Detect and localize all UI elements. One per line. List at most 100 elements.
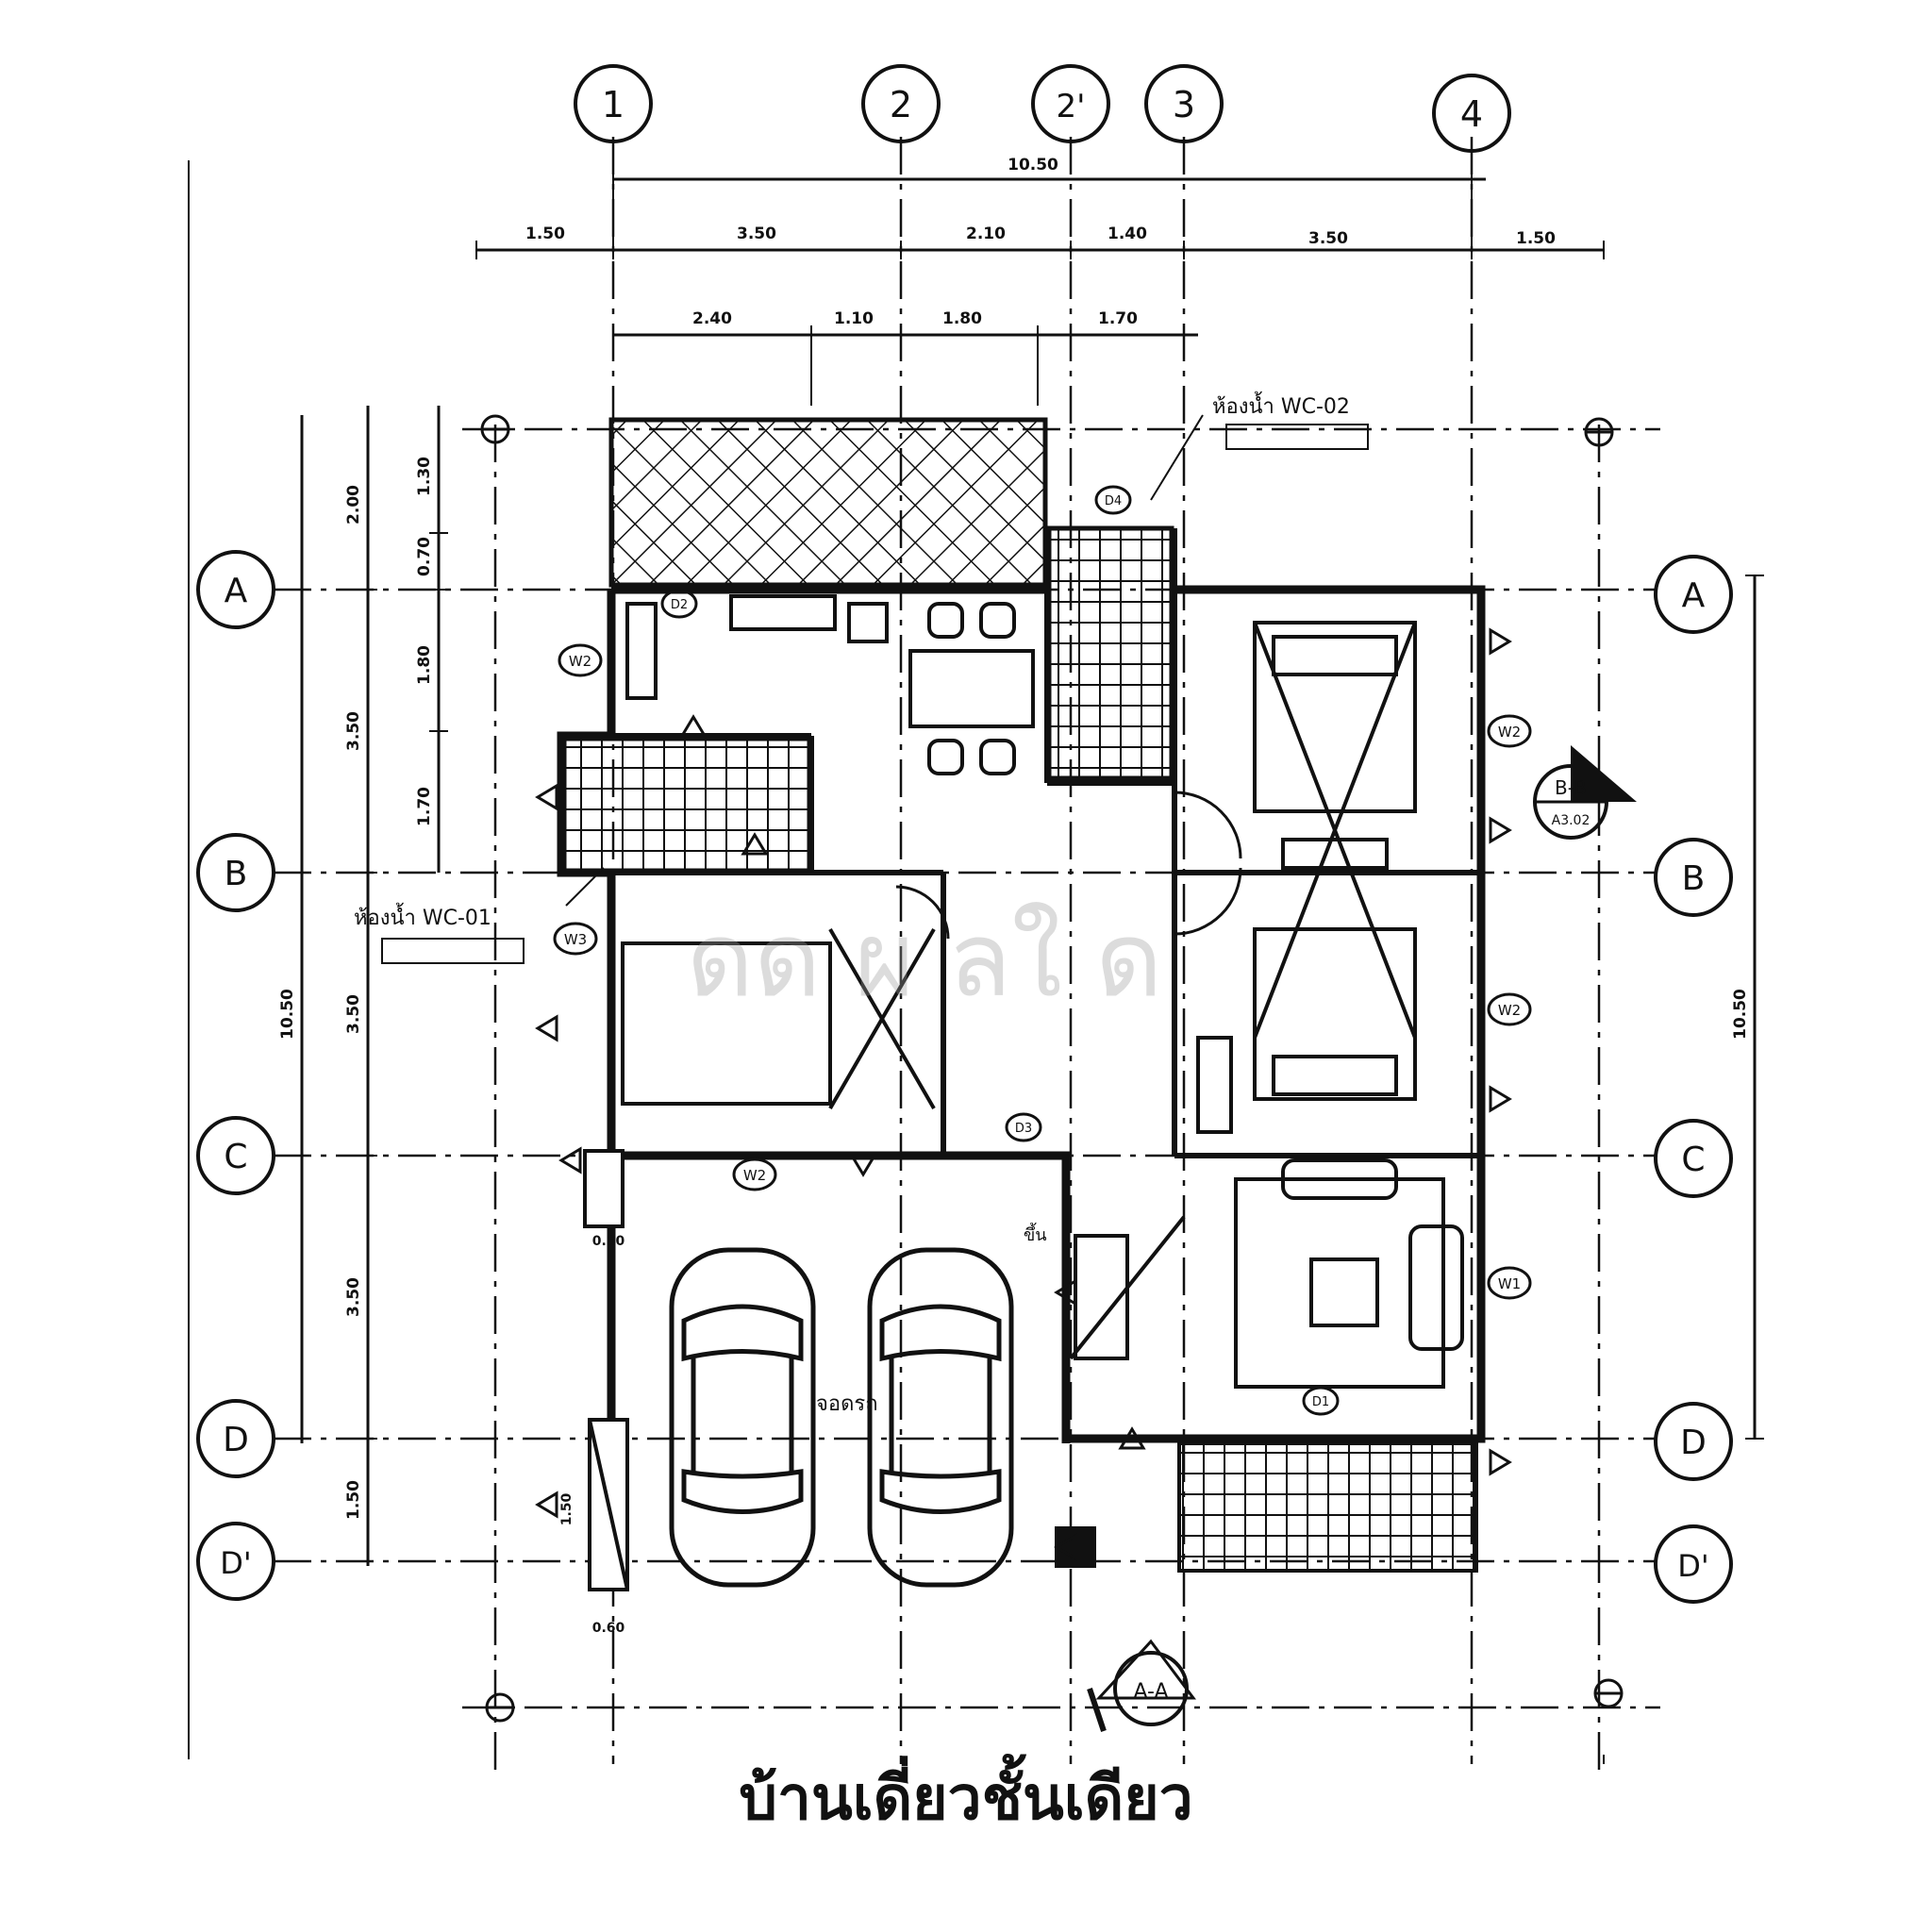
elevation-markers: [535, 627, 1512, 1561]
svg-text:W3: W3: [564, 931, 587, 948]
dimension-labels-side: 2.00 3.50 10.50 3.50 1.50 1.30 0.70 1.80…: [278, 457, 1750, 1520]
dimension-lines-side: [300, 406, 1764, 1566]
door-tag: D2: [660, 589, 698, 619]
grid-bubble-row-b-left: B: [196, 833, 275, 912]
svg-text:1.80: 1.80: [942, 309, 982, 328]
grid-bubble-row-c-right: C: [1654, 1119, 1733, 1198]
car-left: [669, 1247, 816, 1588]
grid-bubble-row-b-right: B: [1654, 838, 1733, 917]
wc-01-label: ห้องน้ำ WC-01: [354, 867, 605, 964]
svg-text:1.10: 1.10: [834, 309, 874, 328]
svg-text:D3: D3: [1015, 1122, 1032, 1136]
svg-text:10.50: 10.50: [1008, 156, 1058, 175]
sheet-edges: [188, 160, 1605, 1764]
svg-text:1.70: 1.70: [1098, 309, 1138, 328]
window-tag: W2: [1487, 714, 1532, 748]
svg-text:W2: W2: [569, 653, 591, 670]
car-right: [867, 1247, 1014, 1588]
wc-02-label: ห้องน้ำ WC-02: [1150, 391, 1369, 501]
dimension-lines-top: [475, 170, 1605, 406]
svg-text:1.40: 1.40: [1108, 225, 1147, 243]
svg-text:1.70: 1.70: [415, 787, 434, 826]
svg-text:3.50: 3.50: [1308, 229, 1348, 248]
grid-bubble-col-2: 2: [861, 64, 941, 143]
window-tag: W2: [558, 643, 603, 677]
svg-text:W2: W2: [743, 1167, 766, 1184]
svg-text:B: B: [1682, 859, 1706, 898]
svg-text:D4: D4: [1105, 494, 1122, 508]
svg-text:A-A: A-A: [1133, 1680, 1168, 1704]
door-swings: [895, 791, 1242, 940]
svg-text:1.30: 1.30: [415, 457, 434, 496]
svg-text:D': D': [220, 1545, 251, 1581]
svg-text:1: 1: [602, 84, 625, 125]
svg-text:1.50: 1.50: [1516, 229, 1556, 248]
svg-text:2': 2': [1057, 88, 1086, 125]
corner-markers: [480, 414, 1624, 1723]
svg-text:0.60: 0.60: [592, 1621, 625, 1636]
svg-text:1.50: 1.50: [525, 225, 565, 243]
grid-bubble-row-a-right: A: [1654, 555, 1733, 634]
dimension-labels-small: 0.60 0.60 1.50: [559, 1234, 625, 1636]
grid-bubble-col-2prime: 2': [1031, 64, 1110, 143]
svg-text:10.50: 10.50: [278, 989, 297, 1040]
svg-text:4: 4: [1460, 93, 1483, 135]
svg-text:C: C: [1681, 1141, 1705, 1179]
svg-text:C: C: [224, 1138, 247, 1176]
svg-text:D: D: [223, 1421, 249, 1459]
garage-up-label: ขึ้น: [1024, 1223, 1047, 1245]
terrace-hatch: [608, 417, 1048, 588]
svg-text:D': D': [1677, 1548, 1708, 1584]
grid-bubble-row-d-right: D: [1654, 1402, 1733, 1481]
window-tag: W2: [732, 1158, 777, 1191]
svg-text:A3.02: A3.02: [1552, 813, 1591, 828]
door-tags: D2 D4 D3 D1: [660, 485, 1340, 1416]
svg-text:3.50: 3.50: [344, 711, 363, 751]
door-tag: D4: [1094, 485, 1132, 515]
window-tag: W2: [1487, 992, 1532, 1026]
svg-text:B-B: B-B: [1555, 776, 1587, 799]
grid-bubble-row-a-left: A: [196, 550, 275, 629]
svg-text:0.70: 0.70: [415, 537, 434, 576]
svg-text:10.50: 10.50: [1731, 989, 1750, 1040]
parking-label: จอดรถ: [816, 1392, 878, 1416]
svg-text:ห้องน้ำ WC-01: ห้องน้ำ WC-01: [354, 903, 491, 930]
svg-text:D1: D1: [1312, 1395, 1329, 1409]
section-marker-b-b: B-B A3.02: [1533, 745, 1637, 840]
grid-bubble-col-1: 1: [574, 64, 653, 143]
window-tags: W2 W2 W3 W2 W1 W2: [553, 643, 1532, 1300]
door-tag: D3: [1005, 1112, 1042, 1142]
tiled-areas: [561, 525, 1478, 1573]
svg-text:2.40: 2.40: [692, 309, 732, 328]
grid-bubble-row-dprime-right: D': [1654, 1524, 1733, 1604]
window-tag: W3: [553, 922, 598, 956]
svg-text:3.50: 3.50: [344, 1277, 363, 1317]
svg-text:1.50: 1.50: [559, 1492, 575, 1525]
section-marker-a-a: A-A: [1087, 1639, 1196, 1732]
garage-cars: [669, 1247, 1014, 1588]
bedroom-furniture: [621, 621, 1417, 1134]
grid-bubble-col-3: 3: [1144, 64, 1224, 143]
dimension-labels-top: 10.50 1.50 3.50 2.10 1.40 3.50 1.50 2.40…: [525, 156, 1556, 328]
living-room-furniture: [1069, 1158, 1464, 1389]
wc-02-tiles: [1046, 525, 1174, 781]
svg-text:W2: W2: [1498, 1002, 1521, 1019]
svg-text:2: 2: [890, 84, 912, 125]
grid-bubble-col-4: 4: [1432, 74, 1511, 153]
door-tag: D1: [1302, 1386, 1340, 1416]
svg-text:B: B: [225, 855, 248, 893]
svg-text:W2: W2: [1498, 724, 1521, 741]
watermark: ดด ผ ลใ ด: [687, 899, 1163, 1020]
structural-columns: [583, 1149, 1096, 1591]
svg-text:3: 3: [1173, 84, 1195, 125]
grid-row-bubbles: A B C D D' A B C D D': [196, 550, 1733, 1604]
grid-column-bubbles: 1 2 2' 3 4: [574, 64, 1511, 153]
svg-text:ห้องน้ำ WC-02: ห้องน้ำ WC-02: [1212, 391, 1350, 419]
kitchen-furniture: [625, 594, 1035, 775]
svg-text:2.00: 2.00: [344, 485, 363, 525]
svg-text:A: A: [225, 572, 248, 610]
grid-bubble-row-c-left: C: [196, 1116, 275, 1195]
grid-bubble-row-d-left: D: [196, 1399, 275, 1478]
svg-text:D2: D2: [671, 598, 688, 612]
